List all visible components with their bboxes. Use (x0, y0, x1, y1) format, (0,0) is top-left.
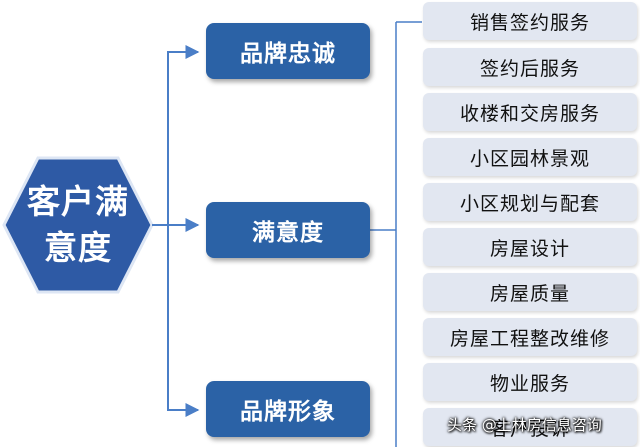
leaf-customer-complaints: 客户投诉 (423, 408, 637, 446)
leaf-planning-facilities: 小区规划与配套 (423, 183, 637, 221)
leaf-handover-service: 收楼和交房服务 (423, 93, 637, 131)
connector-root-branch-1 (152, 45, 200, 226)
leaf-repair-maintenance: 房屋工程整改维修 (423, 318, 637, 356)
leaf-post-contract-service: 签约后服务 (423, 48, 637, 86)
leaf-bracket (370, 21, 422, 447)
leaf-landscape: 小区园林景观 (423, 138, 637, 176)
leaf-property-service: 物业服务 (423, 363, 637, 401)
leaf-house-design: 房屋设计 (423, 228, 637, 266)
root-hexagon (2, 156, 154, 294)
root-connectors (152, 45, 200, 417)
root-line-2: 意度 (44, 228, 112, 267)
root-node-label: 客户满意度 (18, 170, 138, 280)
branch-brand-image: 品牌形象 (206, 381, 370, 437)
connector-root-branch-3 (167, 225, 200, 417)
leaf-house-quality: 房屋质量 (423, 273, 637, 311)
branch-satisfaction: 满意度 (206, 202, 370, 258)
root-line-1: 客户满 (27, 182, 129, 221)
leaf-sales-contract-service: 销售签约服务 (423, 2, 637, 40)
watermark: 头条 @上林房信息咨询 (447, 416, 602, 434)
branch-brand-loyalty: 品牌忠诚 (206, 23, 370, 79)
